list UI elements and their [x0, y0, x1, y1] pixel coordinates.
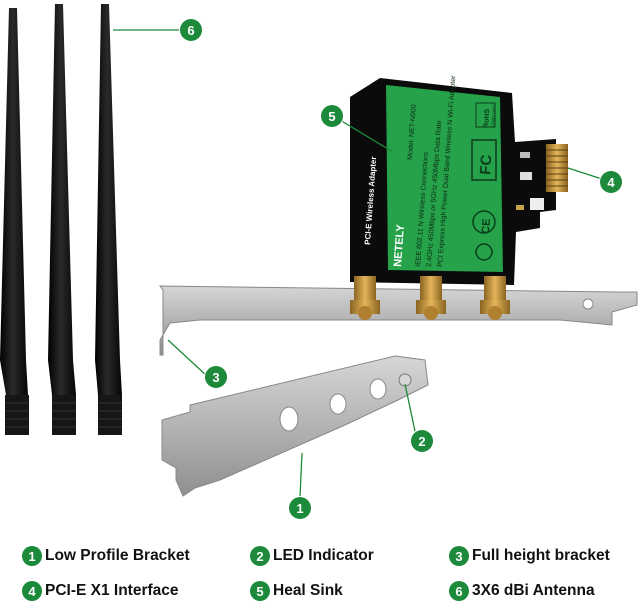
legend-item: 1 Low Profile Bracket — [22, 543, 190, 569]
callout-full-height-bracket: 3 — [205, 366, 227, 388]
callout-antenna: 6 — [180, 19, 202, 41]
legend-item: 5 Heal Sink — [250, 578, 343, 604]
legend-label: Heal Sink — [273, 582, 343, 599]
legend-label: Low Profile Bracket — [45, 547, 190, 564]
card-rohs-sub: COMPLIANT — [490, 104, 497, 128]
legend-number-badge: 3 — [449, 546, 469, 566]
card-brand: NETELY — [392, 223, 407, 267]
legend-label: PCI-E X1 Interface — [45, 582, 179, 599]
pcie-connector — [546, 144, 568, 192]
legend-row-1: 1 Low Profile Bracket 2 LED Indicator 3 … — [0, 543, 640, 569]
card-fc-mark: FC — [477, 154, 495, 175]
callout-heat-sink: 5 — [321, 105, 343, 127]
antenna-right — [95, 4, 122, 435]
legend-number-badge: 4 — [22, 581, 42, 601]
legend-item: 4 PCI-E X1 Interface — [22, 578, 179, 604]
legend-number-badge: 1 — [22, 546, 42, 566]
legend-row-2: 4 PCI-E X1 Interface 5 Heal Sink 6 3X6 d… — [0, 578, 640, 604]
sma-connector-3 — [480, 276, 510, 320]
legend-number-badge: 5 — [250, 581, 270, 601]
callout-low-profile-bracket: 1 — [289, 497, 311, 519]
card-rohs-mark: RoHS — [483, 108, 491, 128]
legend-item: 6 3X6 dBi Antenna — [449, 578, 595, 604]
antenna-group — [0, 4, 122, 435]
low-profile-bracket — [161, 355, 429, 497]
legend-label: 3X6 dBi Antenna — [472, 582, 595, 599]
legend-number-badge: 2 — [250, 546, 270, 566]
legend-label: Full height bracket — [472, 547, 610, 564]
pcb-card — [350, 78, 568, 285]
card-model: Model: NET-N900 — [407, 104, 418, 160]
sma-connector-1 — [350, 276, 380, 320]
legend-number-badge: 6 — [449, 581, 469, 601]
callout-led-indicator: 2 — [411, 430, 433, 452]
callout-pcie-interface: 4 — [600, 171, 622, 193]
full-height-bracket — [158, 285, 638, 356]
sma-connector-2 — [416, 276, 446, 320]
card-ce-mark: CE — [480, 218, 493, 234]
legend-item: 3 Full height bracket — [449, 543, 610, 569]
antenna-left — [0, 8, 29, 435]
leader-lines — [113, 29, 603, 498]
antenna-middle — [48, 4, 76, 435]
legend-item: 2 LED Indicator — [250, 543, 374, 569]
legend-label: LED Indicator — [273, 547, 374, 564]
